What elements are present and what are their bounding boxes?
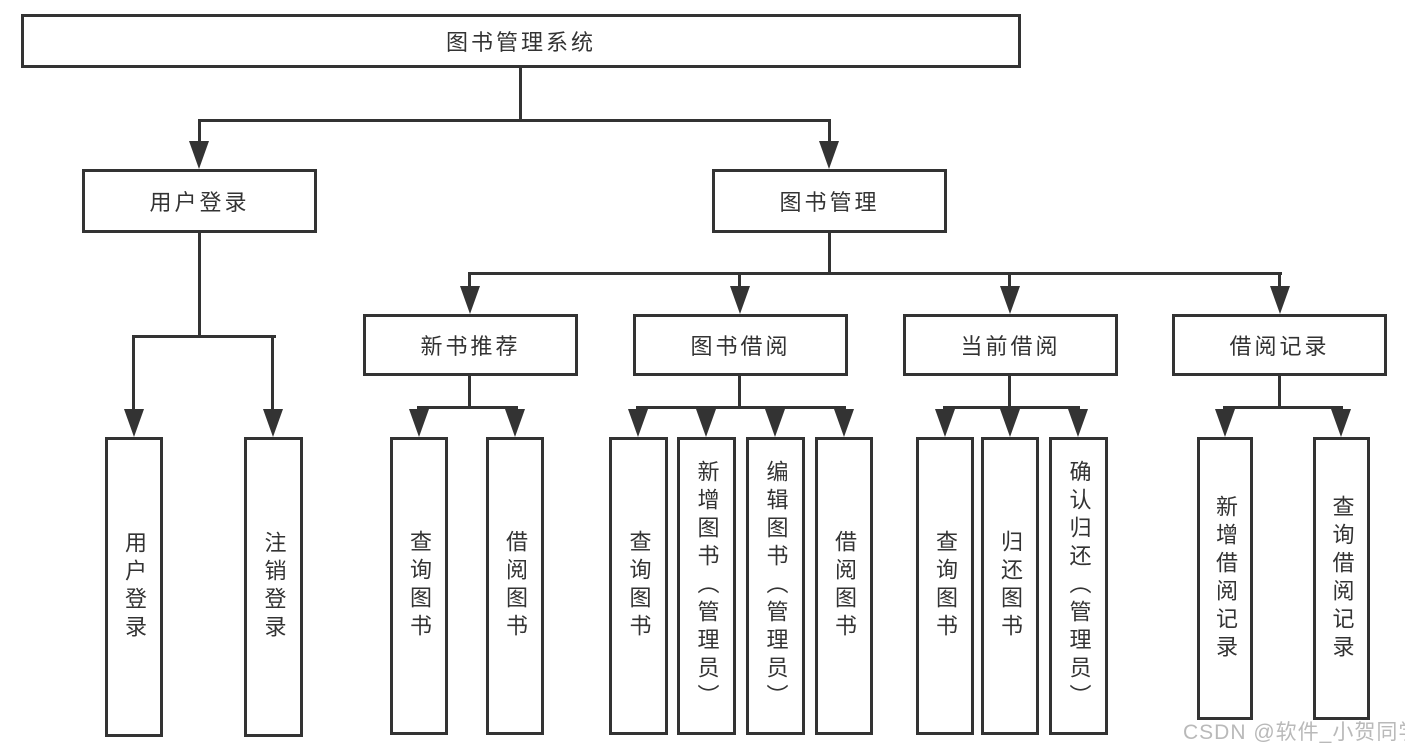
arrow-down-icon bbox=[1270, 286, 1290, 314]
connector-stub bbox=[1278, 272, 1281, 288]
arrow-down-icon bbox=[263, 409, 283, 437]
arrow-down-icon bbox=[409, 409, 429, 437]
arrow-down-icon bbox=[696, 409, 716, 437]
arrow-down-icon bbox=[819, 141, 839, 169]
connector-vline-book-mgmt bbox=[828, 231, 831, 275]
leaf-confirm-return-admin-label: 确认归还（管理员） bbox=[1066, 460, 1092, 712]
leaf-add-book-admin: 新增图书（管理员） bbox=[677, 437, 736, 735]
connector-stub-book-mgmt bbox=[828, 119, 831, 147]
node-current-borrowing: 当前借阅 bbox=[903, 314, 1118, 376]
connector-vline bbox=[1008, 374, 1011, 409]
node-root: 图书管理系统 bbox=[21, 14, 1021, 68]
leaf-query-books-borrowing: 查询图书 bbox=[609, 437, 668, 735]
connector-hline bbox=[943, 406, 1080, 409]
leaf-query-books-borrowing-label: 查询图书 bbox=[626, 530, 652, 642]
csdn-watermark: CSDN @软件_小贺同学 bbox=[1183, 721, 1405, 744]
arrow-down-icon bbox=[1215, 409, 1235, 437]
leaf-confirm-return-admin: 确认归还（管理员） bbox=[1049, 437, 1108, 735]
connector-vline-user-login bbox=[198, 231, 201, 337]
leaf-logout-label: 注销登录 bbox=[261, 531, 287, 643]
arrow-down-icon bbox=[1331, 409, 1351, 437]
leaf-return-books: 归还图书 bbox=[981, 437, 1039, 735]
node-book-mgmt: 图书管理 bbox=[712, 169, 947, 233]
leaf-borrow-books-borrowing-label: 借阅图书 bbox=[832, 530, 857, 642]
leaf-query-borrow-record: 查询借阅记录 bbox=[1313, 437, 1370, 720]
arrow-down-icon bbox=[1000, 286, 1020, 314]
arrow-down-icon bbox=[935, 409, 955, 437]
connector-vline bbox=[468, 374, 471, 409]
node-current-borrowing-label: 当前借阅 bbox=[960, 334, 1061, 359]
connector-hline-user-login bbox=[132, 335, 276, 338]
leaf-add-book-admin-label: 新增图书（管理员） bbox=[694, 460, 720, 712]
leaf-user-login: 用户登录 bbox=[105, 437, 163, 737]
node-user-login: 用户登录 bbox=[82, 169, 317, 233]
arrow-down-icon bbox=[124, 409, 144, 437]
arrow-down-icon bbox=[730, 286, 750, 314]
arrow-down-icon bbox=[189, 141, 209, 169]
leaf-query-books-current-label: 查询图书 bbox=[933, 530, 958, 642]
arrow-down-icon bbox=[628, 409, 648, 437]
node-borrowing-records-label: 借阅记录 bbox=[1229, 334, 1330, 359]
leaf-edit-book-admin-label: 编辑图书（管理员） bbox=[763, 460, 789, 712]
connector-vline bbox=[1278, 374, 1281, 409]
node-book-mgmt-label: 图书管理 bbox=[779, 190, 880, 215]
arrow-down-icon bbox=[765, 409, 785, 437]
connector-stub bbox=[1008, 272, 1011, 288]
leaf-query-books-recommend: 查询图书 bbox=[390, 437, 448, 735]
connector-stub bbox=[271, 335, 274, 412]
arrow-down-icon bbox=[834, 409, 854, 437]
leaf-edit-book-admin: 编辑图书（管理员） bbox=[746, 437, 805, 735]
node-new-book-recommend-label: 新书推荐 bbox=[420, 334, 521, 359]
connector-vline bbox=[738, 374, 741, 409]
leaf-query-books-current: 查询图书 bbox=[916, 437, 974, 735]
connector-stub bbox=[468, 272, 471, 288]
leaf-query-borrow-record-label: 查询借阅记录 bbox=[1329, 494, 1355, 663]
arrow-down-icon bbox=[1068, 409, 1088, 437]
connector-stub bbox=[132, 335, 135, 412]
connector-stub bbox=[738, 272, 741, 288]
leaf-user-login-label: 用户登录 bbox=[122, 531, 147, 643]
connector-hline-book-mgmt bbox=[468, 272, 1282, 275]
leaf-borrow-books-borrowing: 借阅图书 bbox=[815, 437, 873, 735]
connector-hline bbox=[636, 406, 846, 409]
connector-hline bbox=[417, 406, 518, 409]
node-user-login-label: 用户登录 bbox=[149, 190, 250, 215]
connector-hline bbox=[1223, 406, 1343, 409]
node-new-book-recommend: 新书推荐 bbox=[363, 314, 578, 376]
arrow-down-icon bbox=[460, 286, 480, 314]
node-borrowing-records: 借阅记录 bbox=[1172, 314, 1387, 376]
leaf-borrow-books-recommend: 借阅图书 bbox=[486, 437, 544, 735]
leaf-add-borrow-record: 新增借阅记录 bbox=[1197, 437, 1253, 720]
node-root-label: 图书管理系统 bbox=[445, 30, 596, 55]
arrow-down-icon bbox=[1000, 409, 1020, 437]
connector-stub-user-login bbox=[198, 119, 201, 147]
connector-vline-root bbox=[519, 66, 522, 122]
node-book-borrowing: 图书借阅 bbox=[633, 314, 848, 376]
leaf-query-books-recommend-label: 查询图书 bbox=[407, 530, 432, 642]
leaf-logout: 注销登录 bbox=[244, 437, 303, 737]
leaf-return-books-label: 归还图书 bbox=[998, 530, 1023, 642]
node-book-borrowing-label: 图书借阅 bbox=[690, 334, 791, 359]
leaf-add-borrow-record-label: 新增借阅记录 bbox=[1213, 494, 1238, 663]
connector-hline-root bbox=[198, 119, 831, 122]
arrow-down-icon bbox=[505, 409, 525, 437]
leaf-borrow-books-recommend-label: 借阅图书 bbox=[503, 530, 528, 642]
